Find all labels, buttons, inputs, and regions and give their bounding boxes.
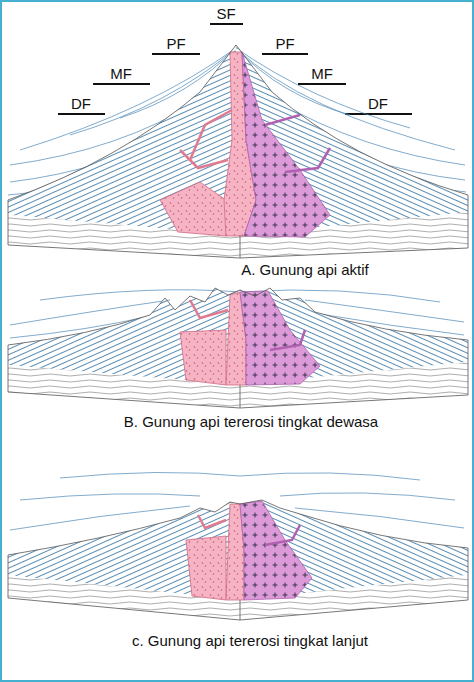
advanced-eroded-volcano: [8, 472, 468, 620]
facies-label: MF: [311, 65, 333, 82]
facies-label: DF: [368, 95, 388, 112]
mature-eroded-volcano: [8, 288, 468, 408]
active-volcano: [8, 45, 468, 258]
facies-label: SF: [216, 5, 235, 22]
panel-caption: B. Gunung api tererosi tingkat dewasa: [124, 413, 378, 430]
facies-label: PF: [275, 35, 294, 52]
facies-label: PF: [166, 35, 185, 52]
panel-caption: A. Gunung api aktif: [241, 261, 369, 278]
facies-label: MF: [110, 65, 132, 82]
facies-label: DF: [71, 95, 91, 112]
panel-caption: c. Gunung api tererosi tingkat lanjut: [132, 632, 368, 649]
